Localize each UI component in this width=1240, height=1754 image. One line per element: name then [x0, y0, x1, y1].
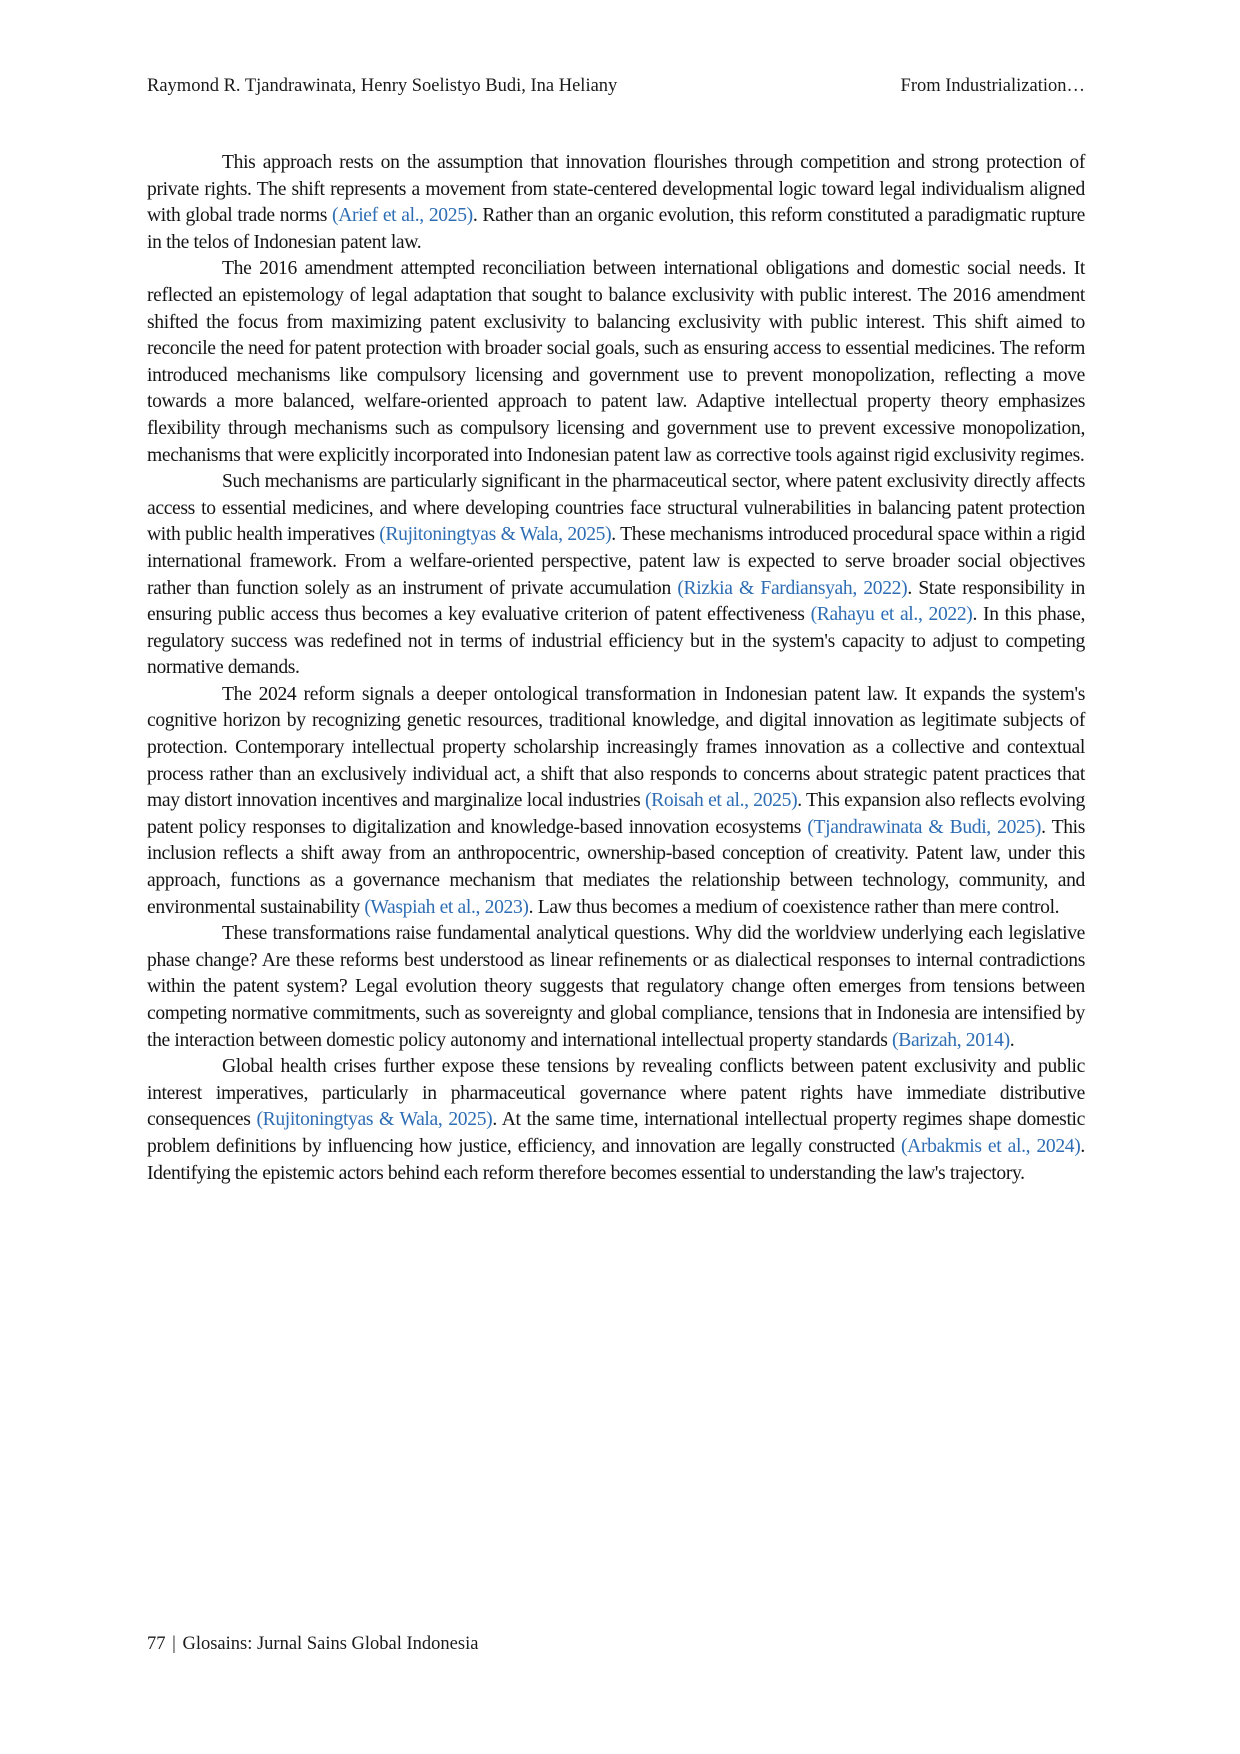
citation-link[interactable]: (Arbakmis et al., 2024): [900, 1135, 1081, 1157]
paragraph: Global health crises further expose thes…: [147, 1054, 1085, 1187]
citation-link[interactable]: (Rahayu et al., 2022): [810, 604, 973, 626]
paragraph-text: . This inclusion reflects a shift away f…: [147, 816, 1086, 918]
citation-link[interactable]: (Rujitoningtyas & Wala, 2025): [379, 524, 612, 546]
paragraph: The 2016 amendment attempted reconciliat…: [147, 256, 1085, 469]
citation-link[interactable]: (Tjandrawinata & Budi, 2025): [807, 816, 1042, 838]
body-text: This approach rests on the assumption th…: [147, 150, 1085, 1187]
paragraph-text: Global health crises further expose thes…: [147, 1056, 1085, 1131]
paragraph-text: . Law thus becomes a medium of coexisten…: [528, 896, 1060, 918]
page-footer: 77 | Glosains: Jurnal Sains Global Indon…: [147, 1632, 478, 1656]
footer-separator: |: [172, 1634, 176, 1654]
paragraph-text: . These mechanisms introduced procedural…: [147, 524, 1085, 599]
paragraph-text: Such mechanisms are particularly signifi…: [147, 471, 1085, 546]
paragraph-text: The 2024 reform signals a deeper ontolog…: [147, 683, 1085, 812]
paragraph: These transformations raise fundamental …: [147, 921, 1085, 1054]
paragraph-text: . State responsibility in ensuring publi…: [147, 577, 1085, 626]
paragraph-text: . This expansion also reflects evolving …: [147, 790, 1086, 838]
header-authors: Raymond R. Tjandrawinata, Henry Soelisty…: [147, 76, 618, 96]
paragraph: Such mechanisms are particularly signifi…: [147, 469, 1085, 682]
citation-link[interactable]: (Barizah, 2014): [892, 1029, 1010, 1051]
citation-link[interactable]: (Arief et al., 2025): [332, 205, 473, 227]
paragraph-text: The 2016 amendment attempted reconciliat…: [147, 258, 1085, 466]
header-short-title: From Industrialization…: [900, 76, 1085, 96]
paragraph-text: . In this phase, regulatory success was …: [147, 604, 1085, 679]
paragraph-text: . At the same time, international intell…: [147, 1109, 1085, 1157]
citation-link[interactable]: (Waspiah et al., 2023): [364, 896, 529, 918]
paragraph-text: .: [1009, 1029, 1015, 1051]
page-number: 77: [147, 1634, 166, 1654]
journal-name: Glosains: Jurnal Sains Global Indonesia: [182, 1634, 479, 1654]
paragraph-text: . Identifying the epistemic actors behin…: [147, 1135, 1085, 1184]
paragraph: This approach rests on the assumption th…: [147, 150, 1085, 256]
paragraph: The 2024 reform signals a deeper ontolog…: [147, 682, 1085, 921]
paragraph-text: These transformations raise fundamental …: [147, 923, 1085, 1051]
citation-link[interactable]: (Roisah et al., 2025): [644, 790, 798, 812]
paragraph-text: . Rather than an organic evolution, this…: [147, 205, 1085, 253]
citation-link[interactable]: (Rizkia & Fardiansyah, 2022): [677, 577, 908, 599]
paragraph-text: This approach rests on the assumption th…: [147, 152, 1085, 227]
citation-link[interactable]: (Rujitoningtyas & Wala, 2025): [256, 1109, 493, 1131]
